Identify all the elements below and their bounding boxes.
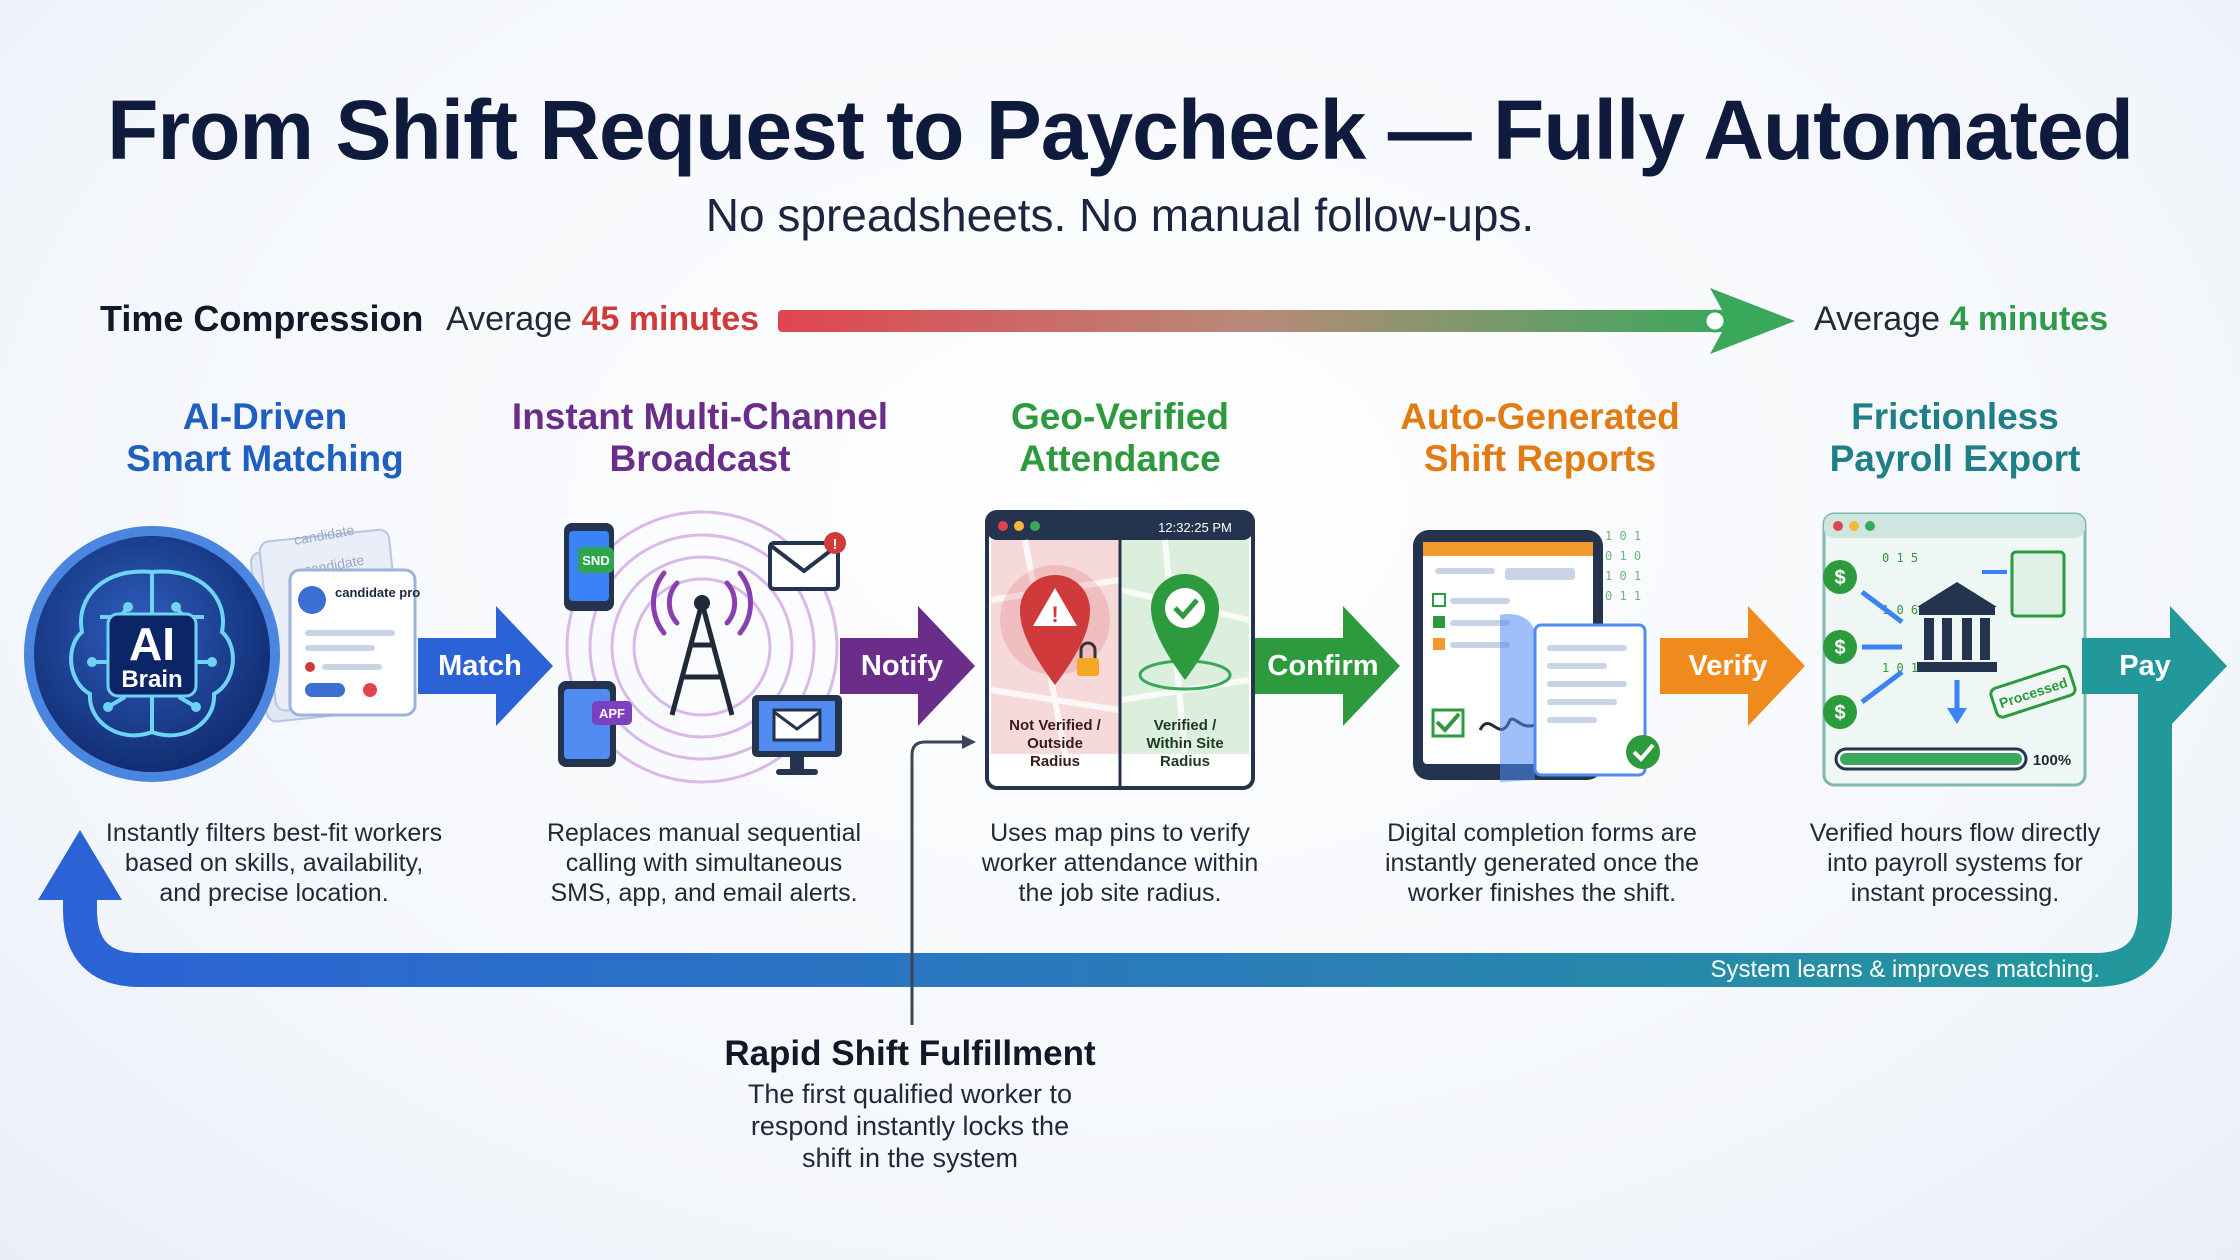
page-subtitle: No spreadsheets. No manual follow-ups. (705, 189, 1535, 241)
step-5-title-line2: Payroll Export (1829, 438, 2081, 479)
time-compression-label: Time Compression (100, 298, 424, 339)
geo-clock: 12:32:25 PM (1158, 520, 1232, 535)
broadcast-illustration: SND ! APF (558, 510, 846, 784)
step-5-desc-line1: Verified hours flow directly (1809, 819, 2101, 847)
time-after: Average 4 minutes (1814, 300, 2108, 339)
step-3-desc-line1: Uses map pins to verify (990, 819, 1250, 847)
step-3-description: Uses map pins to verify worker attendanc… (930, 818, 1310, 908)
svg-text:!: ! (1051, 602, 1058, 627)
pay-label: Pay (2119, 650, 2171, 682)
notify-arrow (840, 606, 975, 726)
step-3-title-line2: Attendance (1019, 438, 1221, 479)
step-4-desc-line1: Digital completion forms are (1387, 819, 1697, 847)
step-5-desc-line3: instant processing. (1850, 879, 2060, 907)
candidate-cards-illustration: candidate candidate candidate profile (250, 522, 420, 723)
ai-brain-icon: AI Brain (24, 526, 280, 782)
candidate-profile-label: candidate profile (335, 585, 420, 600)
pay-arrow (2082, 606, 2227, 726)
svg-text:0 1 0: 0 1 0 (1605, 549, 1641, 563)
match-arrow (418, 606, 553, 726)
verified-line-1: Verified / (1154, 717, 1217, 734)
not-verified-line-2: Outside (1027, 735, 1083, 752)
brain-label-brain: Brain (121, 666, 182, 693)
brain-label-ai: AI (129, 618, 175, 670)
step-2-desc-line2: calling with simultaneous (565, 849, 843, 877)
time-after-value: 4 minutes (1949, 300, 2109, 338)
verify-arrow (1660, 606, 1805, 726)
callout-description: The first qualified worker to respond in… (680, 1078, 1140, 1174)
confirm-label: Confirm (1267, 650, 1379, 682)
step-5-desc-line2: into payroll systems for (1827, 849, 2083, 877)
shift-report-illustration: 1 0 1 0 1 0 1 0 1 0 1 1 (1413, 529, 1660, 782)
callout-desc-line2: respond instantly locks the (750, 1111, 1070, 1141)
step-1-title-line1: AI-Driven (182, 396, 348, 437)
step-4-title-line1: Auto-Generated (1400, 396, 1680, 437)
step-5-description: Verified hours flow directly into payrol… (1765, 818, 2145, 908)
step-3-desc-line2: worker attendance within (981, 849, 1259, 877)
step-3-title-line1: Geo-Verified (1011, 396, 1229, 437)
svg-text:$: $ (1834, 567, 1845, 589)
svg-text:1 0 1: 1 0 1 (1882, 661, 1918, 675)
match-label: Match (438, 650, 522, 682)
step-4-desc-line3: worker finishes the shift. (1407, 879, 1677, 907)
step-2-title-line2: Broadcast (609, 438, 791, 479)
svg-text:1 0 1: 1 0 1 (1605, 569, 1641, 583)
step-1-desc-line2: based on skills, availability, (124, 849, 424, 877)
verified-line-2: Within Site (1146, 735, 1223, 752)
step-2-title: Instant Multi-Channel Broadcast (490, 396, 910, 480)
payroll-panel: 0 1 5 1 0 6 1 0 1 $ $ $ Processed 100% (1822, 512, 2087, 787)
svg-text:$: $ (1834, 637, 1845, 659)
confirm-arrow (1255, 606, 1400, 726)
geo-verification-panel: 12:32:25 PM ! Not Verified / Outside Rad… (985, 510, 1255, 790)
svg-text:0 1 1: 0 1 1 (1605, 589, 1641, 603)
sms-badge: SND (582, 553, 609, 568)
verify-label: Verify (1688, 650, 1768, 682)
time-before: Average 45 minutes (446, 300, 759, 339)
step-1-description: Instantly filters best-fit workers based… (84, 818, 464, 908)
step-4-desc-line2: instantly generated once the (1384, 849, 1700, 877)
step-1-title: AI-Driven Smart Matching (55, 396, 475, 480)
step-4-description: Digital completion forms are instantly g… (1352, 818, 1732, 908)
loop-text: System learns & improves matching. (1710, 956, 2100, 983)
step-4-title-line2: Shift Reports (1423, 438, 1657, 479)
svg-text:!: ! (833, 536, 838, 553)
not-verified-line-1: Not Verified / (1009, 717, 1102, 734)
payroll-progress-fill (1840, 753, 2022, 765)
time-before-value: 45 minutes (581, 300, 760, 338)
callout-title: Rapid Shift Fulfillment (724, 1034, 1096, 1073)
time-before-prefix: Average (446, 300, 582, 338)
callout-desc-line3: shift in the system (801, 1143, 1019, 1173)
step-2-desc-line3: SMS, app, and email alerts. (550, 879, 858, 907)
step-1-desc-line1: Instantly filters best-fit workers (105, 819, 443, 847)
step-1-title-line2: Smart Matching (126, 438, 404, 479)
page-title: From Shift Request to Paycheck — Fully A… (107, 83, 2134, 177)
step-5-title: Frictionless Payroll Export (1745, 396, 2165, 480)
callout-desc-line1: The first qualified worker to (747, 1079, 1073, 1109)
step-3-desc-line3: the job site radius. (1018, 879, 1222, 907)
time-after-prefix: Average (1814, 300, 1950, 338)
svg-text:1 0 1: 1 0 1 (1605, 529, 1641, 543)
step-2-title-line1: Instant Multi-Channel (511, 396, 889, 437)
step-1-desc-line3: and precise location. (159, 879, 389, 907)
step-2-description: Replaces manual sequential calling with … (514, 818, 894, 908)
step-3-title: Geo-Verified Attendance (910, 396, 1330, 480)
svg-text:$: $ (1834, 702, 1845, 724)
payroll-progress-text: 100% (2033, 752, 2071, 769)
step-2-desc-line1: Replaces manual sequential (546, 819, 862, 847)
step-4-title: Auto-Generated Shift Reports (1330, 396, 1750, 480)
not-verified-line-3: Radius (1030, 753, 1080, 770)
step-5-title-line1: Frictionless (1851, 396, 2059, 437)
feedback-loop-arrow (38, 670, 2172, 987)
callout-connector (910, 735, 976, 1025)
svg-text:0 1 5: 0 1 5 (1882, 551, 1918, 565)
verified-line-3: Radius (1160, 753, 1210, 770)
app-badge: APF (599, 706, 625, 721)
notify-label: Notify (860, 650, 944, 682)
time-compression-arrow (778, 288, 1795, 354)
